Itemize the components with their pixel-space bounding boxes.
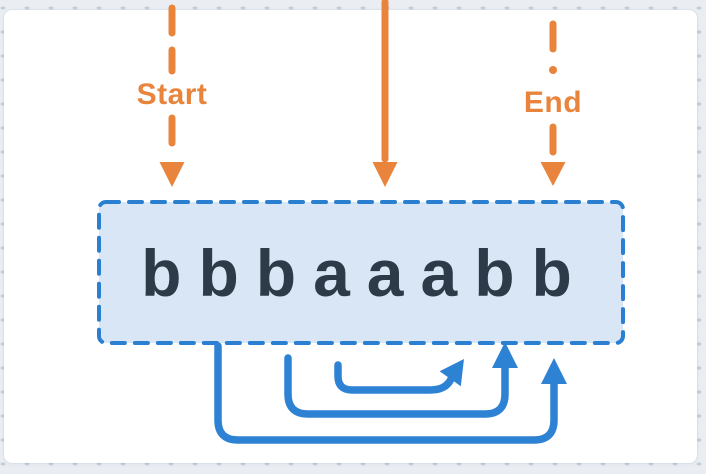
start-pointer-arrow — [159, 4, 185, 187]
array-string: bbbaaabb — [141, 235, 589, 310]
end-pointer-arrow — [540, 20, 566, 186]
swap-arrow-middle-line — [284, 354, 509, 418]
end-arrow-dot — [549, 66, 557, 74]
array-box — [97, 200, 625, 345]
start-arrowhead-icon — [159, 162, 185, 187]
swap-arrow-middle-head-icon — [492, 342, 518, 368]
swap-arrow-inner-head-icon — [439, 359, 464, 387]
current-pointer-arrow — [372, 0, 398, 187]
swap-arrow-middle — [284, 342, 518, 418]
swap-arrow-outer-line — [214, 342, 558, 444]
current-arrowhead-icon — [372, 162, 398, 187]
end-pointer-label: End — [523, 86, 583, 119]
swap-arrow-outer-head-icon — [541, 358, 567, 384]
swap-arrow-inner — [334, 359, 464, 394]
start-pointer-label: Start — [136, 78, 208, 111]
swap-arrow-inner-line — [334, 361, 455, 394]
swap-arrow-outer — [214, 342, 567, 444]
end-arrowhead-icon — [540, 162, 566, 186]
